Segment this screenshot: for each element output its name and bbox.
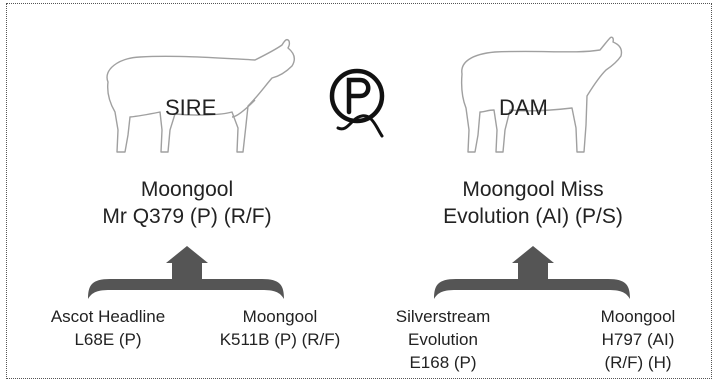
dam-badge: DAM	[499, 95, 548, 120]
sire-cattle-outline	[106, 38, 295, 153]
sire-mother-line1: Moongool	[242, 307, 318, 326]
sire-badge: SIRE	[165, 95, 217, 120]
dam-cattle-outline	[460, 36, 623, 153]
sire-name-line2: Mr Q379 (P) (R/F)	[102, 205, 272, 228]
sire-parent-bracket	[88, 246, 284, 299]
dam-father-line2: Evolution	[408, 330, 478, 349]
dam-mother: Moongool H797 (AI) (R/F) (H)	[578, 305, 698, 374]
sire-father-line1: Ascot Headline	[50, 307, 166, 326]
dam-name-line1: Moongool Miss	[462, 178, 604, 201]
sire-mother: Moongool K511B (P) (R/F)	[205, 305, 355, 351]
dam-name: Moongool Miss Evolution (AI) (P/S)	[433, 176, 633, 230]
sire-name-line1: Moongool	[140, 178, 234, 201]
dam-father-line3: E168 (P)	[409, 353, 477, 372]
diagram-frame	[6, 3, 712, 379]
dam-father-line1: Silverstream	[395, 307, 491, 326]
dam-mother-line2: H797 (AI)	[601, 330, 675, 349]
dam-name-line2: Evolution (AI) (P/S)	[443, 205, 623, 228]
sire-name: Moongool Mr Q379 (P) (R/F)	[97, 176, 277, 230]
dam-father: Silverstream Evolution E168 (P)	[378, 305, 508, 374]
dam-mother-line1: Moongool	[600, 307, 676, 326]
polled-p-logo	[329, 68, 385, 138]
sire-mother-line2: K511B (P) (R/F)	[219, 330, 341, 349]
sire-father: Ascot Headline L68E (P)	[28, 305, 188, 351]
dam-mother-line3: (R/F) (H)	[604, 353, 672, 372]
sire-father-line2: L68E (P)	[74, 330, 142, 349]
dam-parent-bracket	[434, 246, 630, 299]
